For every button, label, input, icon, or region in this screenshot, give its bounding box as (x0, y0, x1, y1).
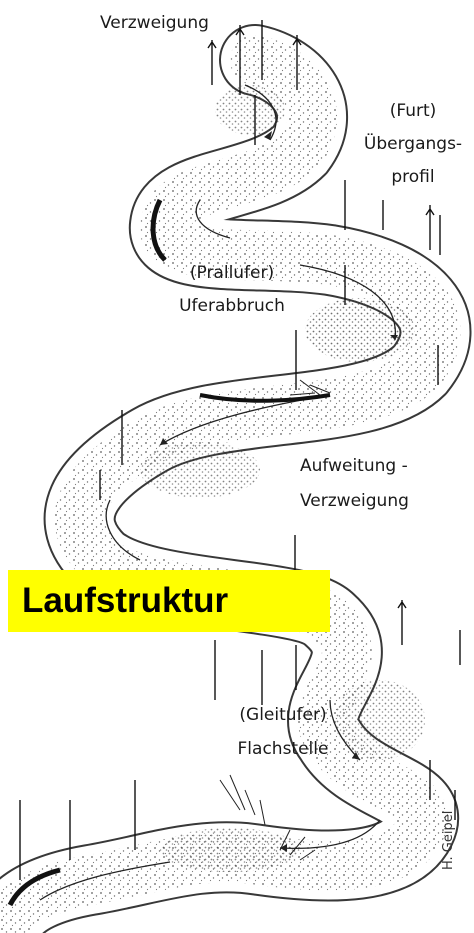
page-title: Laufstruktur (22, 581, 228, 621)
label-uebergangsprofil-1: Übergangs- (358, 133, 468, 155)
label-flachstelle: Flachstelle (218, 738, 348, 760)
point-bar (305, 298, 415, 362)
label-uferabbruch: Uferabbruch (162, 295, 302, 317)
point-bar (140, 442, 260, 498)
label-verzweigung-top: Verzweigung (100, 12, 209, 34)
label-verzweigung-mid: Verzweigung (300, 490, 409, 512)
point-bar (160, 828, 300, 872)
artist-signature: H. Geipel (441, 811, 456, 870)
label-gleitufer: (Gleitufer) (218, 704, 348, 726)
label-furt: (Furt) (358, 100, 468, 122)
label-aufweitung: Aufweitung - (300, 455, 408, 477)
label-uebergangsprofil-2: profil (358, 166, 468, 188)
title-box: Laufstruktur (8, 570, 330, 632)
label-prallufer: (Prallufer) (162, 262, 302, 284)
